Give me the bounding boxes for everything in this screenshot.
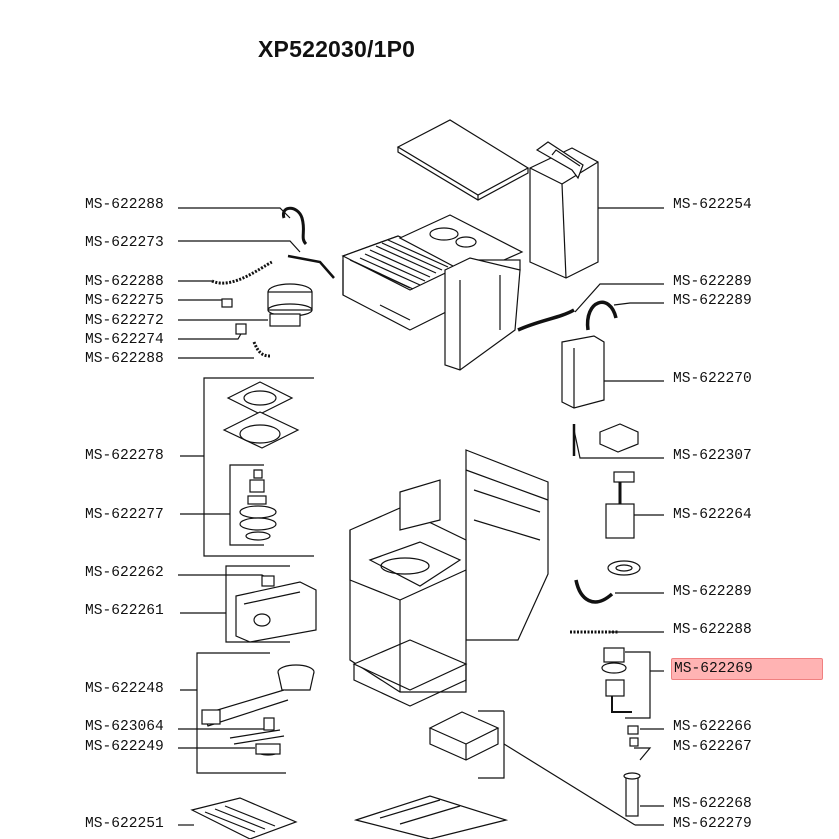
part-label[interactable]: MS-622279 [673, 816, 752, 832]
part-label[interactable]: MS-622268 [673, 796, 752, 812]
control-box-part [428, 711, 500, 761]
portafilter-part [201, 664, 315, 756]
lid-part [396, 119, 530, 201]
part-label[interactable]: MS-622266 [673, 719, 752, 735]
part-label-highlighted[interactable]: MS-622269 [671, 658, 823, 680]
base-part [353, 795, 509, 839]
part-label[interactable]: MS-622272 [85, 313, 164, 329]
brew-group-parts [222, 381, 300, 541]
part-label[interactable]: MS-622307 [673, 448, 752, 464]
part-label[interactable]: MS-622270 [673, 371, 752, 387]
model-title: XP522030/1P0 [258, 36, 416, 62]
water-tank-part [529, 141, 599, 279]
drip-tray-part [190, 797, 298, 839]
part-label[interactable]: MS-623064 [85, 719, 164, 735]
part-label[interactable]: MS-622289 [673, 293, 752, 309]
small-parts-left [211, 206, 335, 358]
main-chassis-part [349, 449, 549, 707]
part-label[interactable]: MS-622288 [85, 351, 164, 367]
part-label[interactable]: MS-622289 [673, 274, 752, 290]
part-label[interactable]: MS-622277 [85, 507, 164, 523]
part-label[interactable]: MS-622288 [673, 622, 752, 638]
part-label[interactable]: MS-622289 [673, 584, 752, 600]
part-label[interactable]: MS-622278 [85, 448, 164, 464]
top-housing-part [341, 214, 524, 371]
part-label[interactable]: MS-622274 [85, 332, 164, 348]
part-label[interactable]: MS-622288 [85, 197, 164, 213]
part-label[interactable]: MS-622264 [673, 507, 752, 523]
part-label[interactable]: MS-622273 [85, 235, 164, 251]
part-label[interactable]: MS-622261 [85, 603, 164, 619]
front-panel-part [235, 575, 317, 643]
part-label[interactable]: MS-622251 [85, 816, 164, 832]
part-label[interactable]: MS-622248 [85, 681, 164, 697]
part-label[interactable]: MS-622275 [85, 293, 164, 309]
part-label[interactable]: MS-622262 [85, 565, 164, 581]
part-label[interactable]: MS-622288 [85, 274, 164, 290]
part-label[interactable]: MS-622249 [85, 739, 164, 755]
part-label[interactable]: MS-622254 [673, 197, 752, 213]
part-label[interactable]: MS-622267 [673, 739, 752, 755]
small-parts-right [517, 300, 641, 817]
